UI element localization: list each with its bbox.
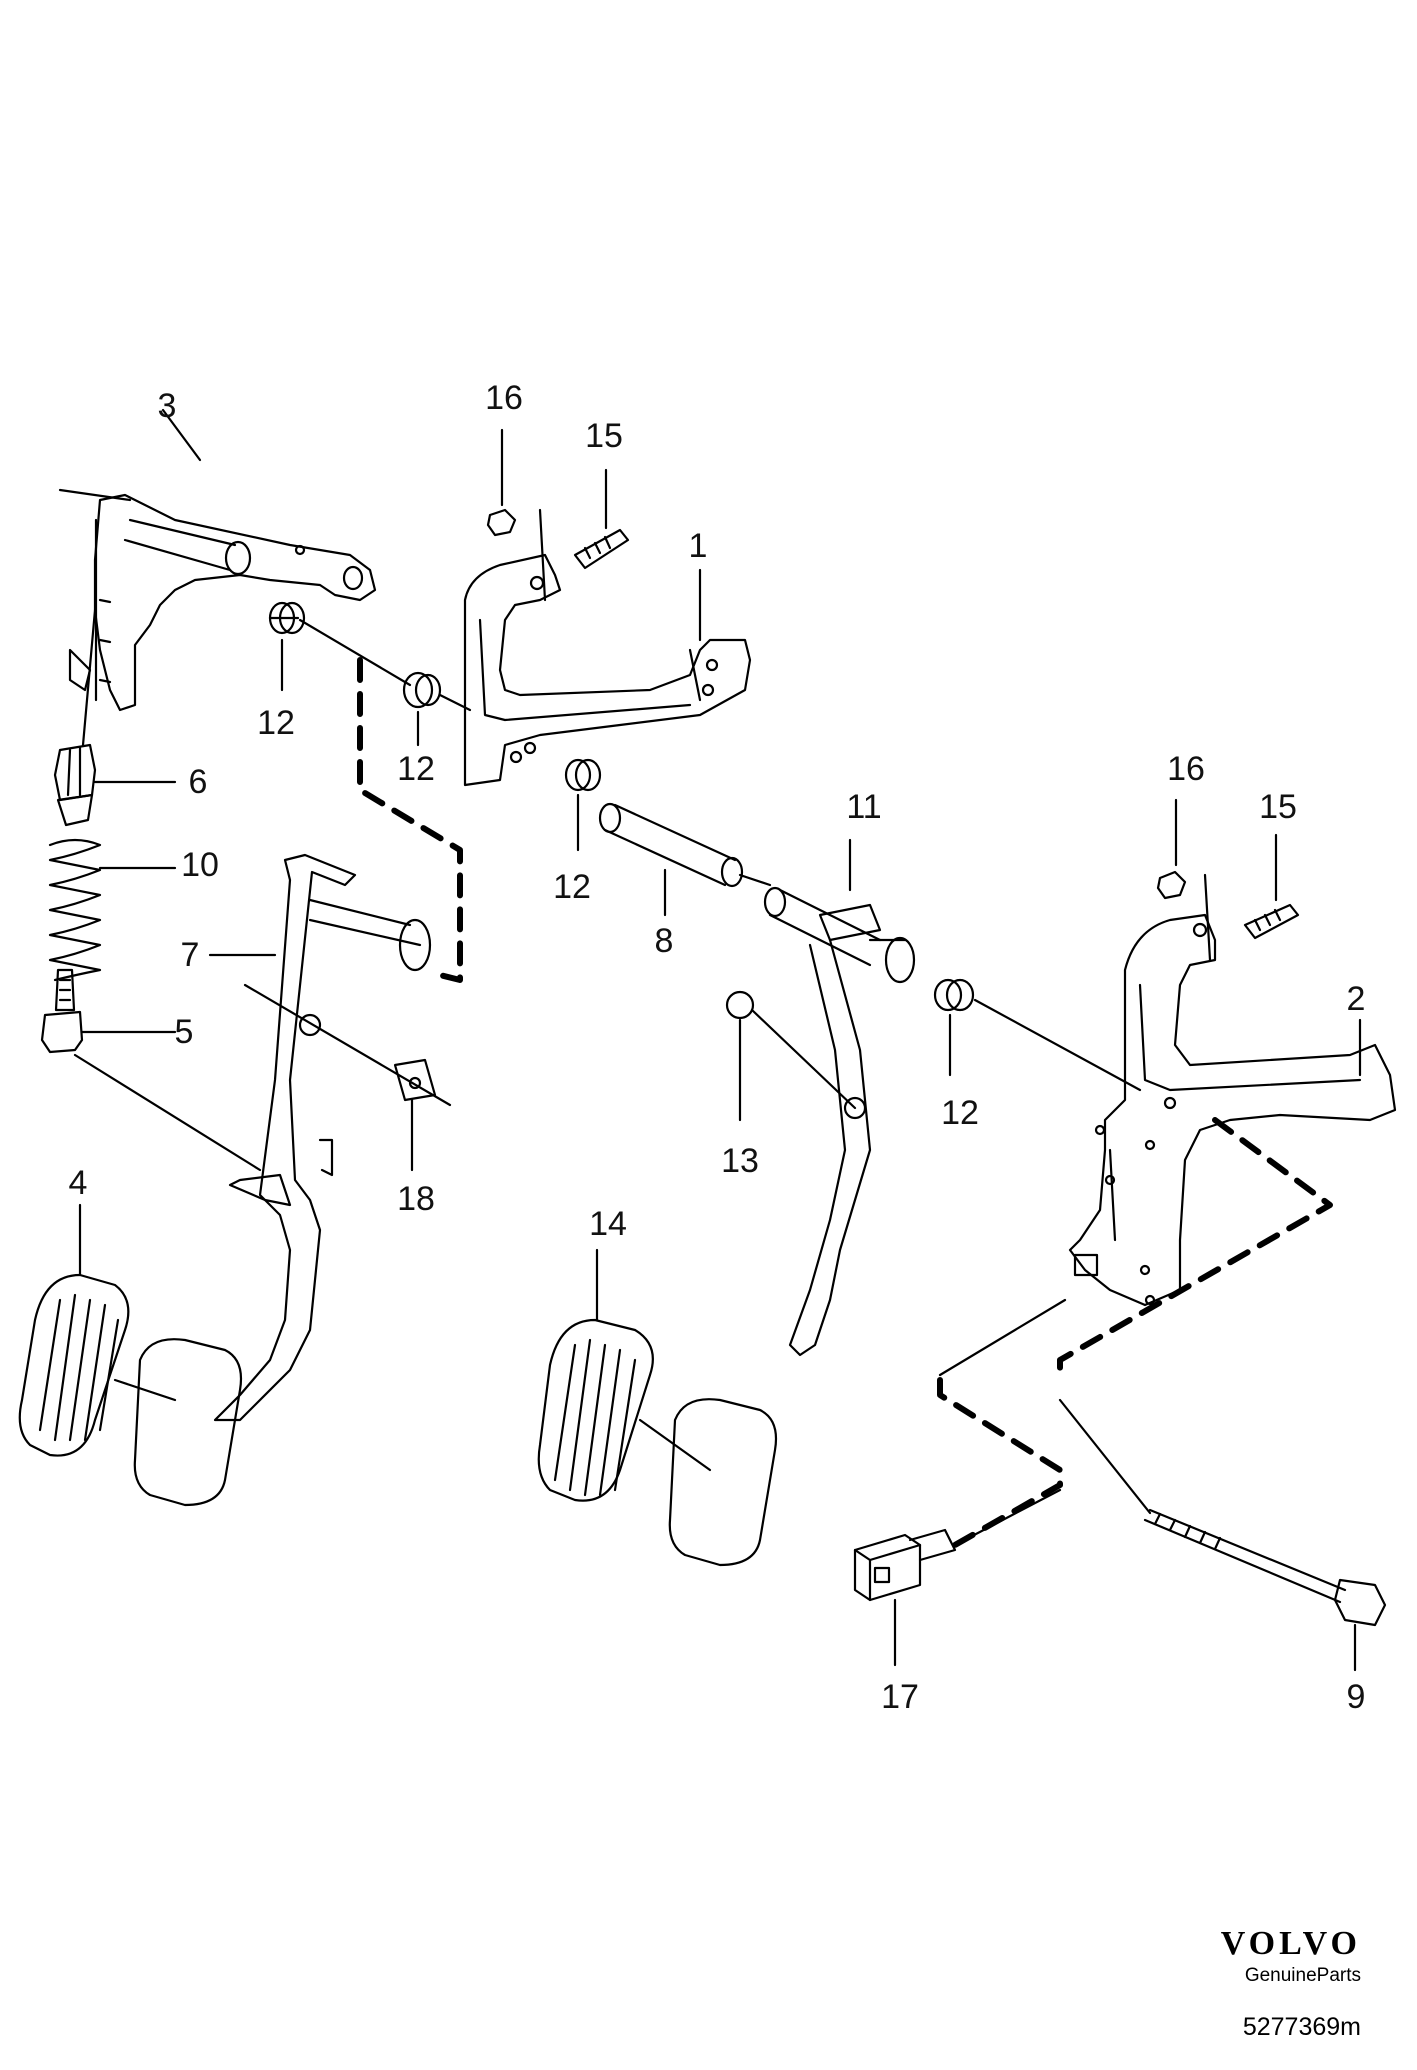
bracket-part-1[interactable]: [463, 553, 752, 787]
callout-1[interactable]: 1: [688, 527, 708, 565]
callout-11[interactable]: 11: [846, 788, 882, 826]
stud-part-15-b[interactable]: [1243, 903, 1300, 940]
callout-2[interactable]: 2: [1346, 980, 1366, 1018]
callout-7[interactable]: 7: [180, 936, 200, 974]
switch-part-17[interactable]: [853, 1528, 957, 1602]
pedal-arm-part-11[interactable]: [763, 886, 916, 1357]
bolt-part-9[interactable]: [1143, 1508, 1387, 1627]
nut-part-16-a[interactable]: [486, 508, 517, 537]
callout-9[interactable]: 9: [1346, 1678, 1366, 1716]
genuine-parts-label: GenuineParts: [1244, 1965, 1361, 1986]
callout-12-b[interactable]: 12: [397, 750, 435, 788]
bushing-12-d[interactable]: [933, 978, 975, 1012]
spring-part-10[interactable]: [48, 838, 102, 982]
callout-16-right[interactable]: 16: [1167, 750, 1205, 788]
part-6[interactable]: [53, 743, 97, 827]
callout-10[interactable]: 10: [181, 846, 219, 884]
bushing-12-b[interactable]: [402, 671, 442, 709]
callout-14[interactable]: 14: [589, 1205, 627, 1243]
callout-12-a[interactable]: 12: [257, 704, 295, 742]
volvo-logo: VOLVO: [1220, 1925, 1361, 1962]
bushing-12-a[interactable]: [268, 601, 306, 635]
callout-12-d[interactable]: 12: [941, 1094, 979, 1132]
callout-18[interactable]: 18: [397, 1180, 435, 1218]
callout-12-c[interactable]: 12: [553, 868, 591, 906]
callout-3[interactable]: 3: [157, 387, 177, 425]
callout-15-right[interactable]: 15: [1259, 788, 1297, 826]
bracket-part-2[interactable]: [1068, 913, 1397, 1307]
callout-4[interactable]: 4: [68, 1164, 88, 1202]
pedal-arm-part-7[interactable]: [213, 853, 432, 1422]
pin-part-5[interactable]: [40, 968, 84, 1054]
diagram-number: 5277369m: [1242, 2013, 1361, 2041]
clip-part-18[interactable]: [393, 1058, 437, 1102]
brand-block: VOLVO GenuineParts: [1221, 1926, 1361, 1988]
callout-8[interactable]: 8: [654, 922, 674, 960]
stud-part-15-a[interactable]: [573, 528, 630, 570]
pivot-tube-part-8[interactable]: [598, 802, 744, 888]
bracket-part-3[interactable]: [58, 488, 377, 747]
callout-17[interactable]: 17: [881, 1678, 919, 1716]
callout-6[interactable]: 6: [188, 763, 208, 801]
nut-part-16-b[interactable]: [1156, 870, 1187, 900]
pedal-pad-part-4[interactable]: [18, 1273, 243, 1507]
part-13[interactable]: [725, 990, 755, 1020]
bushing-12-c[interactable]: [564, 758, 602, 792]
callout-5[interactable]: 5: [174, 1013, 194, 1051]
callout-13[interactable]: 13: [721, 1142, 759, 1180]
callout-16-upper[interactable]: 16: [485, 379, 523, 417]
callout-15-upper[interactable]: 15: [585, 417, 623, 455]
pedal-pad-part-14[interactable]: [537, 1318, 778, 1567]
